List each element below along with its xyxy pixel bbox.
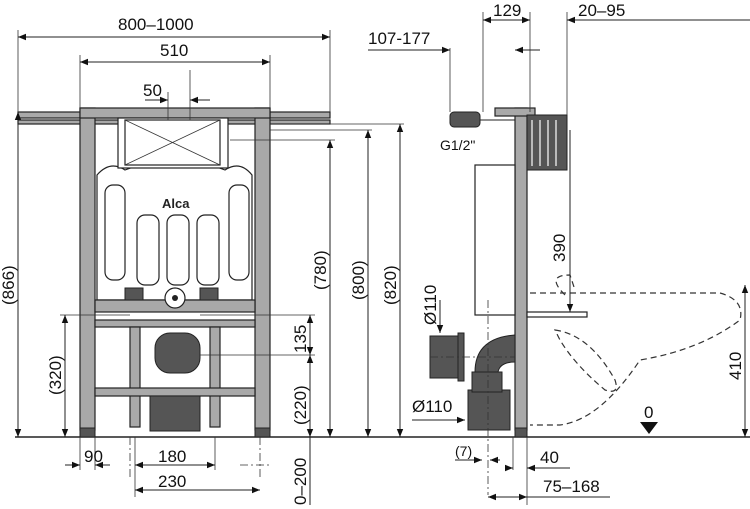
front-view: Alca — [17, 107, 331, 480]
dim-bracket-height: (320) — [46, 355, 65, 395]
dim-drain-offset: 135 — [291, 325, 310, 353]
label-inlet-thread: G1/2" — [440, 137, 475, 153]
front-dimensions: 800–1000 510 50 (866) (320) 135 (220) 0–… — [0, 15, 404, 505]
dim-seat-height: 410 — [726, 352, 745, 380]
dim-frame-width: 510 — [160, 41, 188, 60]
dim-height-780: (780) — [311, 250, 330, 290]
label-floor-level: 0 — [644, 403, 653, 422]
dim-height-820: (820) — [381, 265, 400, 305]
side-view: G1/2" — [429, 107, 742, 495]
cistern-panels — [104, 184, 250, 286]
dim-valve-range: 107-177 — [368, 29, 430, 48]
dim-depth-129: 129 — [493, 1, 521, 20]
label-pipe-diameter-1: Ø110 — [421, 285, 440, 325]
dim-bolt-height: 390 — [550, 234, 569, 262]
dim-height-800: (800) — [349, 260, 368, 300]
dim-width-range: 800–1000 — [118, 15, 194, 34]
dim-flush-offset: 50 — [143, 81, 162, 100]
dim-outlet-range: 75–168 — [543, 477, 600, 496]
dim-bolt-spacing: 180 — [158, 447, 186, 466]
side-dimensions: 129 20–95 107-177 390 410 0 Ø110 Ø110 (7… — [368, 1, 750, 505]
dim-outlet-spacing: 230 — [158, 472, 186, 491]
dim-drain-height: (220) — [291, 385, 310, 425]
dim-wall-gap: 20–95 — [578, 1, 625, 20]
dim-foot-width: 90 — [84, 447, 103, 466]
brand-logo: Alca — [162, 196, 190, 211]
dim-foot-extension: 0–200 — [291, 458, 310, 505]
dim-offset-7: (7) — [455, 443, 472, 459]
label-pipe-diameter-2: Ø110 — [412, 397, 452, 416]
dim-total-height: (866) — [0, 265, 18, 305]
dim-frame-depth: 40 — [540, 448, 559, 467]
